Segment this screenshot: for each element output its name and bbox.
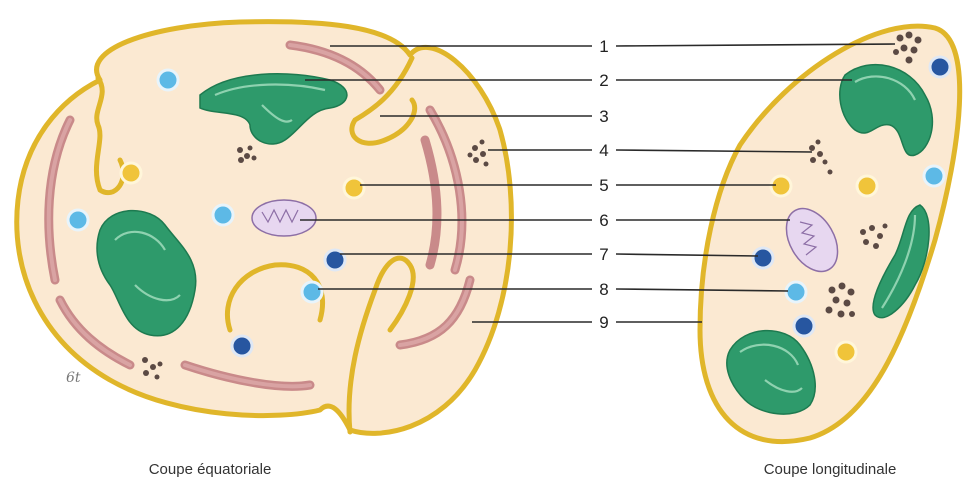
- vesicle-light-blue: [786, 282, 806, 302]
- mitochondrion: [252, 200, 316, 236]
- vesicle-yellow: [121, 163, 141, 183]
- label-8: 8: [599, 280, 608, 299]
- vesicle-dark-blue: [232, 336, 252, 356]
- label-9: 9: [599, 313, 608, 332]
- vesicle-yellow: [344, 178, 364, 198]
- caption-equatorial: Coupe équatoriale: [149, 461, 272, 478]
- caption-longitudinal: Coupe longitudinale: [764, 461, 897, 478]
- label-5: 5: [599, 176, 608, 195]
- vesicle-light-blue: [213, 205, 233, 225]
- vesicle-dark-blue: [325, 250, 345, 270]
- vesicle-dark-blue: [753, 248, 773, 268]
- equatorial-cell: 6t: [17, 22, 512, 434]
- vesicle-light-blue: [68, 210, 88, 230]
- label-numbers: 1 2 3 4 5 6 7 8 9: [599, 37, 608, 332]
- label-6: 6: [599, 211, 608, 230]
- vesicle-yellow: [771, 176, 791, 196]
- label-2: 2: [599, 71, 608, 90]
- vesicle-dark-blue: [930, 57, 950, 77]
- vesicle-light-blue: [158, 70, 178, 90]
- vesicle-dark-blue: [794, 316, 814, 336]
- leader-line-1: [330, 44, 895, 46]
- label-1: 1: [599, 37, 608, 56]
- label-4: 4: [599, 141, 608, 160]
- artist-signature: 6t: [66, 370, 81, 386]
- label-7: 7: [599, 245, 608, 264]
- label-3: 3: [599, 107, 608, 126]
- vesicle-yellow: [836, 342, 856, 362]
- vesicle-light-blue: [924, 166, 944, 186]
- vesicle-light-blue: [302, 282, 322, 302]
- vesicle-yellow: [857, 176, 877, 196]
- longitudinal-cell: [700, 26, 960, 441]
